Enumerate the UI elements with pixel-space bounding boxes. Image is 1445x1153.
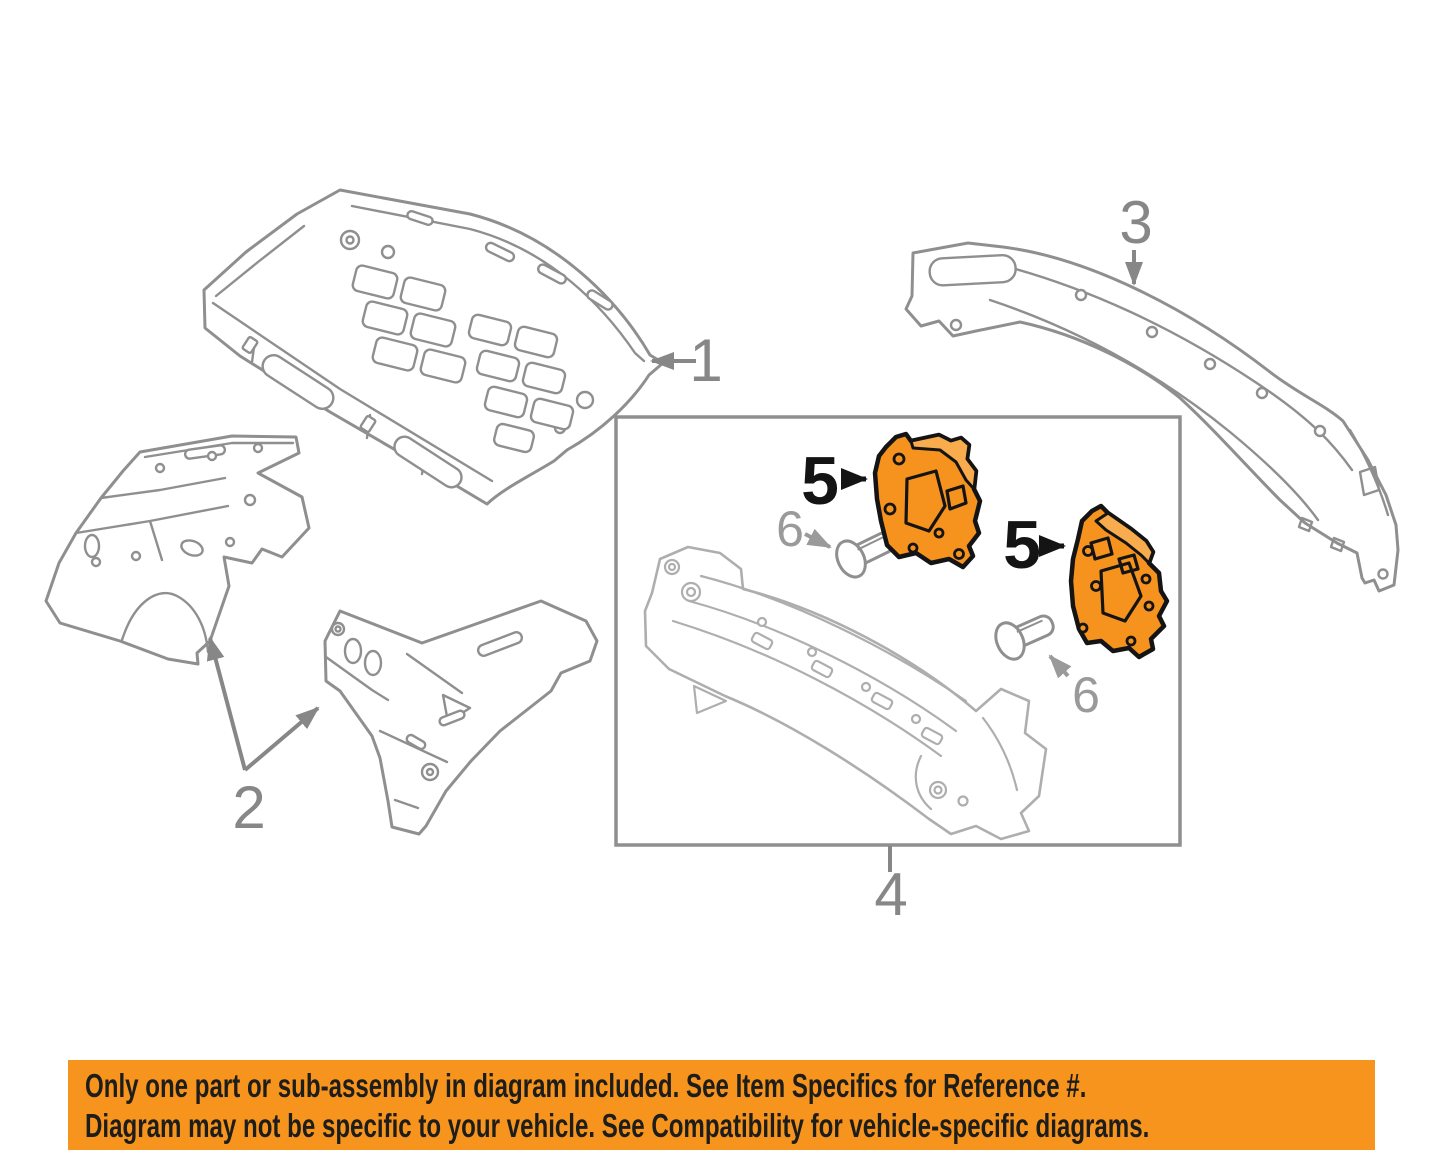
callout-1-label: 1 <box>689 327 722 394</box>
callout-arrows <box>206 250 1143 872</box>
highlighted-bracket-right <box>1068 503 1170 660</box>
callout-6-left-label: 6 <box>776 501 804 557</box>
tray-cutouts-left <box>351 264 467 384</box>
callout-6-left-arrow <box>804 528 832 549</box>
callout-4-label: 4 <box>874 861 907 928</box>
callout-6-right-arrow <box>1048 654 1072 679</box>
bolt-right <box>994 614 1055 661</box>
callout-5-left-label: 5 <box>801 443 839 519</box>
back-panel-assembly <box>643 545 1048 841</box>
quarter-panel-inner-left <box>44 434 311 666</box>
disclaimer-line-1: Only one part or sub-assembly in diagram… <box>85 1067 1087 1104</box>
tray-cutouts-right <box>467 313 575 454</box>
callout-2-arrow-left <box>206 636 247 771</box>
callout-labels: 1 2 3 4 5 5 6 6 <box>232 189 1152 928</box>
quarter-panel-inner-right <box>323 599 599 836</box>
callout-5-right-label: 5 <box>1003 507 1041 583</box>
callout-6-right-label: 6 <box>1072 667 1100 723</box>
callout-2-label: 2 <box>232 774 265 841</box>
callout-3-label: 3 <box>1119 189 1152 256</box>
disclaimer-line-2: Diagram may not be specific to your vehi… <box>85 1107 1150 1144</box>
highlighted-bracket-left <box>872 431 983 570</box>
package-tray-panel <box>202 188 665 506</box>
rear-header-rail <box>904 241 1400 593</box>
disclaimer-banner: Only one part or sub-assembly in diagram… <box>68 1060 1375 1150</box>
callout-2-arrow-right <box>243 706 320 772</box>
